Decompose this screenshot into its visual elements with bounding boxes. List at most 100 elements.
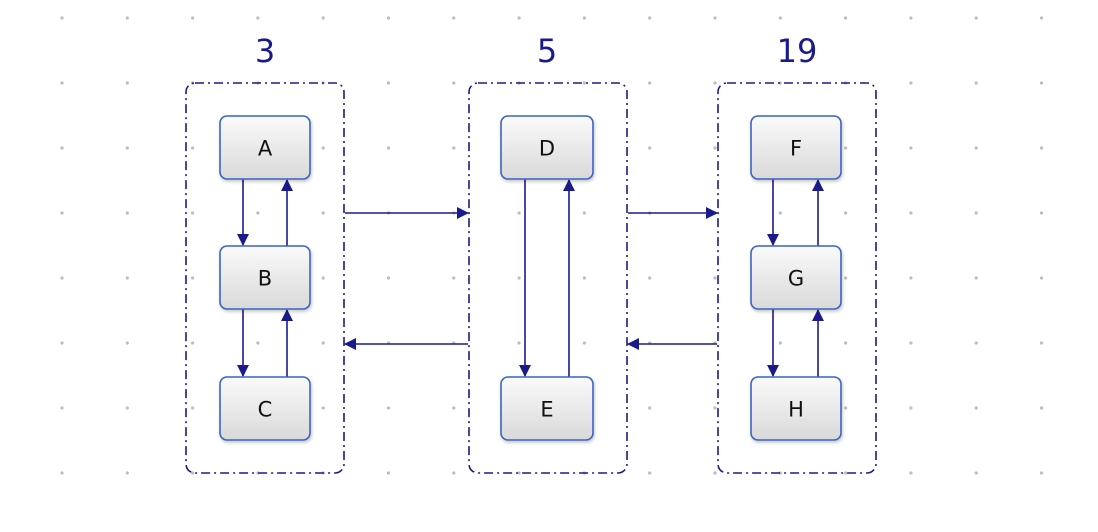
node-G[interactable]: G <box>750 245 842 310</box>
grid-dot <box>582 81 587 85</box>
grid-dot <box>321 406 325 410</box>
grid-dot <box>713 276 717 280</box>
node-H[interactable]: H <box>750 376 842 441</box>
node-D[interactable]: D <box>500 115 594 180</box>
grid-dot <box>321 16 325 20</box>
grid-dot <box>974 81 978 85</box>
grid-dot <box>974 471 978 475</box>
grid-dot <box>844 211 848 215</box>
grid-dot <box>974 341 978 345</box>
node-label-A: A <box>258 137 273 161</box>
grid-dot <box>191 16 195 20</box>
grid-dot <box>844 16 848 20</box>
grid-dot <box>386 406 391 410</box>
grid-dot <box>321 341 325 345</box>
group-label-3: 3 <box>255 32 275 70</box>
node-label-G: G <box>788 267 804 291</box>
grid-dot <box>60 16 64 20</box>
grid-dot <box>60 471 64 475</box>
grid-dot <box>191 276 195 280</box>
node-B[interactable]: B <box>219 245 311 310</box>
group-label-5: 5 <box>537 32 557 70</box>
node-box-H <box>750 376 842 441</box>
grid-dot <box>1039 146 1044 150</box>
grid-dot <box>60 146 64 150</box>
grid-dot <box>517 16 521 20</box>
group-layer: 3 5 19 <box>185 32 877 474</box>
grid-dot <box>713 81 717 85</box>
node-C[interactable]: C <box>219 376 311 441</box>
grid-dot <box>125 16 129 20</box>
grid-dot <box>60 406 64 410</box>
edge-layer <box>237 179 824 377</box>
grid-dot <box>844 341 848 345</box>
node-A[interactable]: A <box>219 115 311 180</box>
grid-dot <box>844 406 848 410</box>
group-box-3 <box>185 82 345 474</box>
grid-dot <box>713 16 717 20</box>
grid-dot <box>713 471 717 475</box>
grid-dot <box>974 16 978 20</box>
grid-dot <box>125 211 129 215</box>
grid-dot <box>256 16 260 20</box>
grid-dot <box>844 276 848 280</box>
grid-dot <box>125 81 129 85</box>
grid-dot <box>321 146 325 150</box>
grid-dot <box>452 16 456 20</box>
grid-dot <box>909 81 913 85</box>
grid-dot <box>909 471 913 475</box>
grid-dot <box>1039 276 1044 280</box>
grid-dot <box>191 406 195 410</box>
node-box-G <box>750 245 842 310</box>
grid-dot <box>1039 81 1044 85</box>
group-box-19 <box>717 82 877 474</box>
grid-dot <box>452 146 456 150</box>
grid-dot <box>648 471 652 475</box>
grid-dot <box>974 276 978 280</box>
grid-dot <box>648 81 652 85</box>
grid-dot <box>321 276 325 280</box>
grid-dot <box>778 16 782 20</box>
node-label-D: D <box>539 137 555 161</box>
node-F[interactable]: F <box>750 115 842 180</box>
grid-dot <box>386 146 391 150</box>
grid-dot <box>974 406 978 410</box>
group-box-5 <box>468 82 628 474</box>
grid-dot <box>191 341 195 345</box>
grid-dot <box>582 276 587 280</box>
grid-dot <box>256 341 260 345</box>
grid-dot <box>386 276 391 280</box>
node-label-B: B <box>258 267 272 291</box>
grid-dot <box>582 341 587 345</box>
grid-dot <box>1039 471 1044 475</box>
grid-dot <box>778 341 782 345</box>
node-box-A <box>219 115 311 180</box>
grid-dot <box>909 146 913 150</box>
grid-dot <box>1039 406 1044 410</box>
grid-dot <box>648 276 652 280</box>
grid-dot <box>125 471 129 475</box>
grid-dot <box>1039 341 1044 345</box>
grid-dot <box>1039 211 1044 215</box>
node-layer: A B C D E F G H <box>219 115 842 441</box>
grid-dot <box>909 406 913 410</box>
grid-dot <box>517 276 521 280</box>
grid-dot <box>974 211 978 215</box>
grid-dot <box>648 16 652 20</box>
node-box-F <box>750 115 842 180</box>
node-box-C <box>219 376 311 441</box>
grid-dot <box>60 341 64 345</box>
node-E[interactable]: E <box>500 376 594 441</box>
grid-dot <box>60 276 64 280</box>
grid-dot <box>125 276 129 280</box>
grid-dot <box>713 146 717 150</box>
grid-dot <box>517 341 521 345</box>
grid-dot <box>125 406 129 410</box>
grid-dot <box>452 406 456 410</box>
grid-dot <box>844 471 848 475</box>
grid-dot <box>452 471 456 475</box>
group-label-19: 19 <box>777 32 818 70</box>
grid-dot <box>582 16 587 20</box>
grid-dot <box>648 406 652 410</box>
